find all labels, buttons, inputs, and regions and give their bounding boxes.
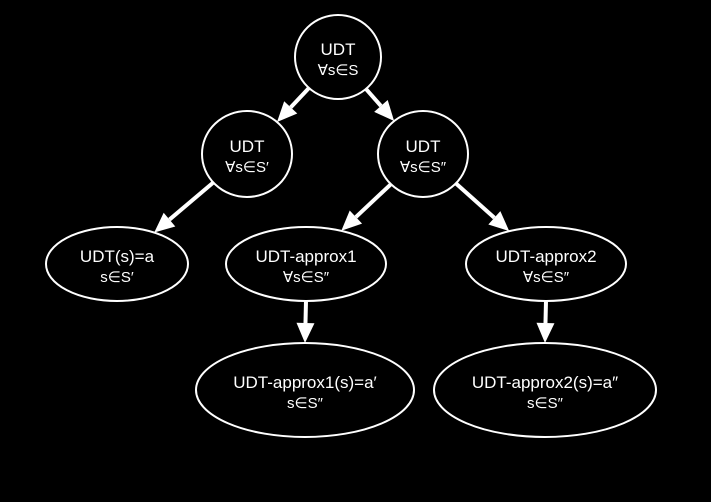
node-title: UDT-approx2 bbox=[495, 247, 596, 266]
edge-udt-s-double-prime-to-udt-approx1 bbox=[341, 182, 393, 231]
node-domain: s∈S′ bbox=[100, 269, 134, 286]
node-domain: ∀s∈S′ bbox=[225, 159, 269, 176]
node-udt-approx2-result: UDT-approx2(s)=a″ s∈S″ bbox=[433, 342, 657, 438]
nodes-layer: UDT ∀s∈S UDT ∀s∈S′ UDT ∀s∈S″ UDT(s)=a s∈S′ UDT-a… bbox=[45, 14, 657, 438]
node-domain: ∀s∈S″ bbox=[283, 269, 330, 286]
node-domain: ∀s∈S″ bbox=[523, 269, 570, 286]
arrowhead-icon bbox=[341, 210, 363, 231]
node-udt-approx2: UDT-approx2 ∀s∈S″ bbox=[465, 226, 627, 302]
node-ellipse bbox=[201, 110, 293, 198]
node-udt-result: UDT(s)=a s∈S′ bbox=[45, 226, 189, 302]
arrowhead-icon bbox=[374, 100, 395, 122]
node-udt-s-double-prime: UDT ∀s∈S″ bbox=[377, 110, 469, 198]
node-ellipse bbox=[45, 226, 189, 302]
arrowhead-icon bbox=[154, 212, 176, 233]
edge-line bbox=[543, 300, 548, 324]
edge-udt-approx2-to-udt-approx2-result bbox=[536, 300, 555, 343]
edge-udt-all-to-udt-s-double-prime bbox=[364, 87, 395, 122]
arrowhead-icon bbox=[536, 322, 555, 343]
node-title: UDT-approx1(s)=a′ bbox=[233, 373, 377, 392]
node-ellipse bbox=[225, 226, 387, 302]
node-udt-approx1: UDT-approx1 ∀s∈S″ bbox=[225, 226, 387, 302]
node-udt-all: UDT ∀s∈S bbox=[294, 14, 382, 100]
node-ellipse bbox=[433, 342, 657, 438]
edge-udt-all-to-udt-s-prime bbox=[277, 86, 311, 122]
node-udt-s-prime: UDT ∀s∈S′ bbox=[201, 110, 293, 198]
arrowhead-icon bbox=[277, 101, 298, 122]
node-ellipse bbox=[377, 110, 469, 198]
edge-line bbox=[289, 86, 311, 109]
node-ellipse bbox=[465, 226, 627, 302]
edges-layer bbox=[154, 86, 555, 343]
arrowhead-icon bbox=[488, 211, 510, 232]
node-ellipse bbox=[195, 342, 415, 438]
edge-line bbox=[454, 181, 496, 220]
node-udt-approx1-result: UDT-approx1(s)=a′ s∈S″ bbox=[195, 342, 415, 438]
node-domain: s∈S″ bbox=[527, 395, 564, 412]
node-title: UDT-approx2(s)=a″ bbox=[472, 373, 618, 392]
edge-udt-s-prime-to-udt-result bbox=[154, 180, 215, 233]
node-title: UDT-approx1 bbox=[255, 247, 356, 266]
edge-line bbox=[168, 180, 215, 222]
node-ellipse bbox=[294, 14, 382, 100]
node-title: UDT bbox=[230, 137, 265, 156]
edge-line bbox=[303, 300, 308, 324]
node-title: UDT bbox=[321, 40, 356, 59]
edge-udt-s-double-prime-to-udt-approx2 bbox=[454, 181, 510, 232]
node-title: UDT(s)=a bbox=[80, 247, 155, 266]
arrowhead-icon bbox=[296, 322, 315, 343]
node-domain: s∈S″ bbox=[287, 395, 324, 412]
edge-line bbox=[354, 182, 393, 219]
edge-udt-approx1-to-udt-approx1-result bbox=[296, 300, 315, 343]
node-domain: ∀s∈S″ bbox=[400, 159, 447, 176]
edge-line bbox=[364, 87, 383, 108]
node-domain: ∀s∈S bbox=[318, 62, 359, 79]
node-title: UDT bbox=[406, 137, 441, 156]
